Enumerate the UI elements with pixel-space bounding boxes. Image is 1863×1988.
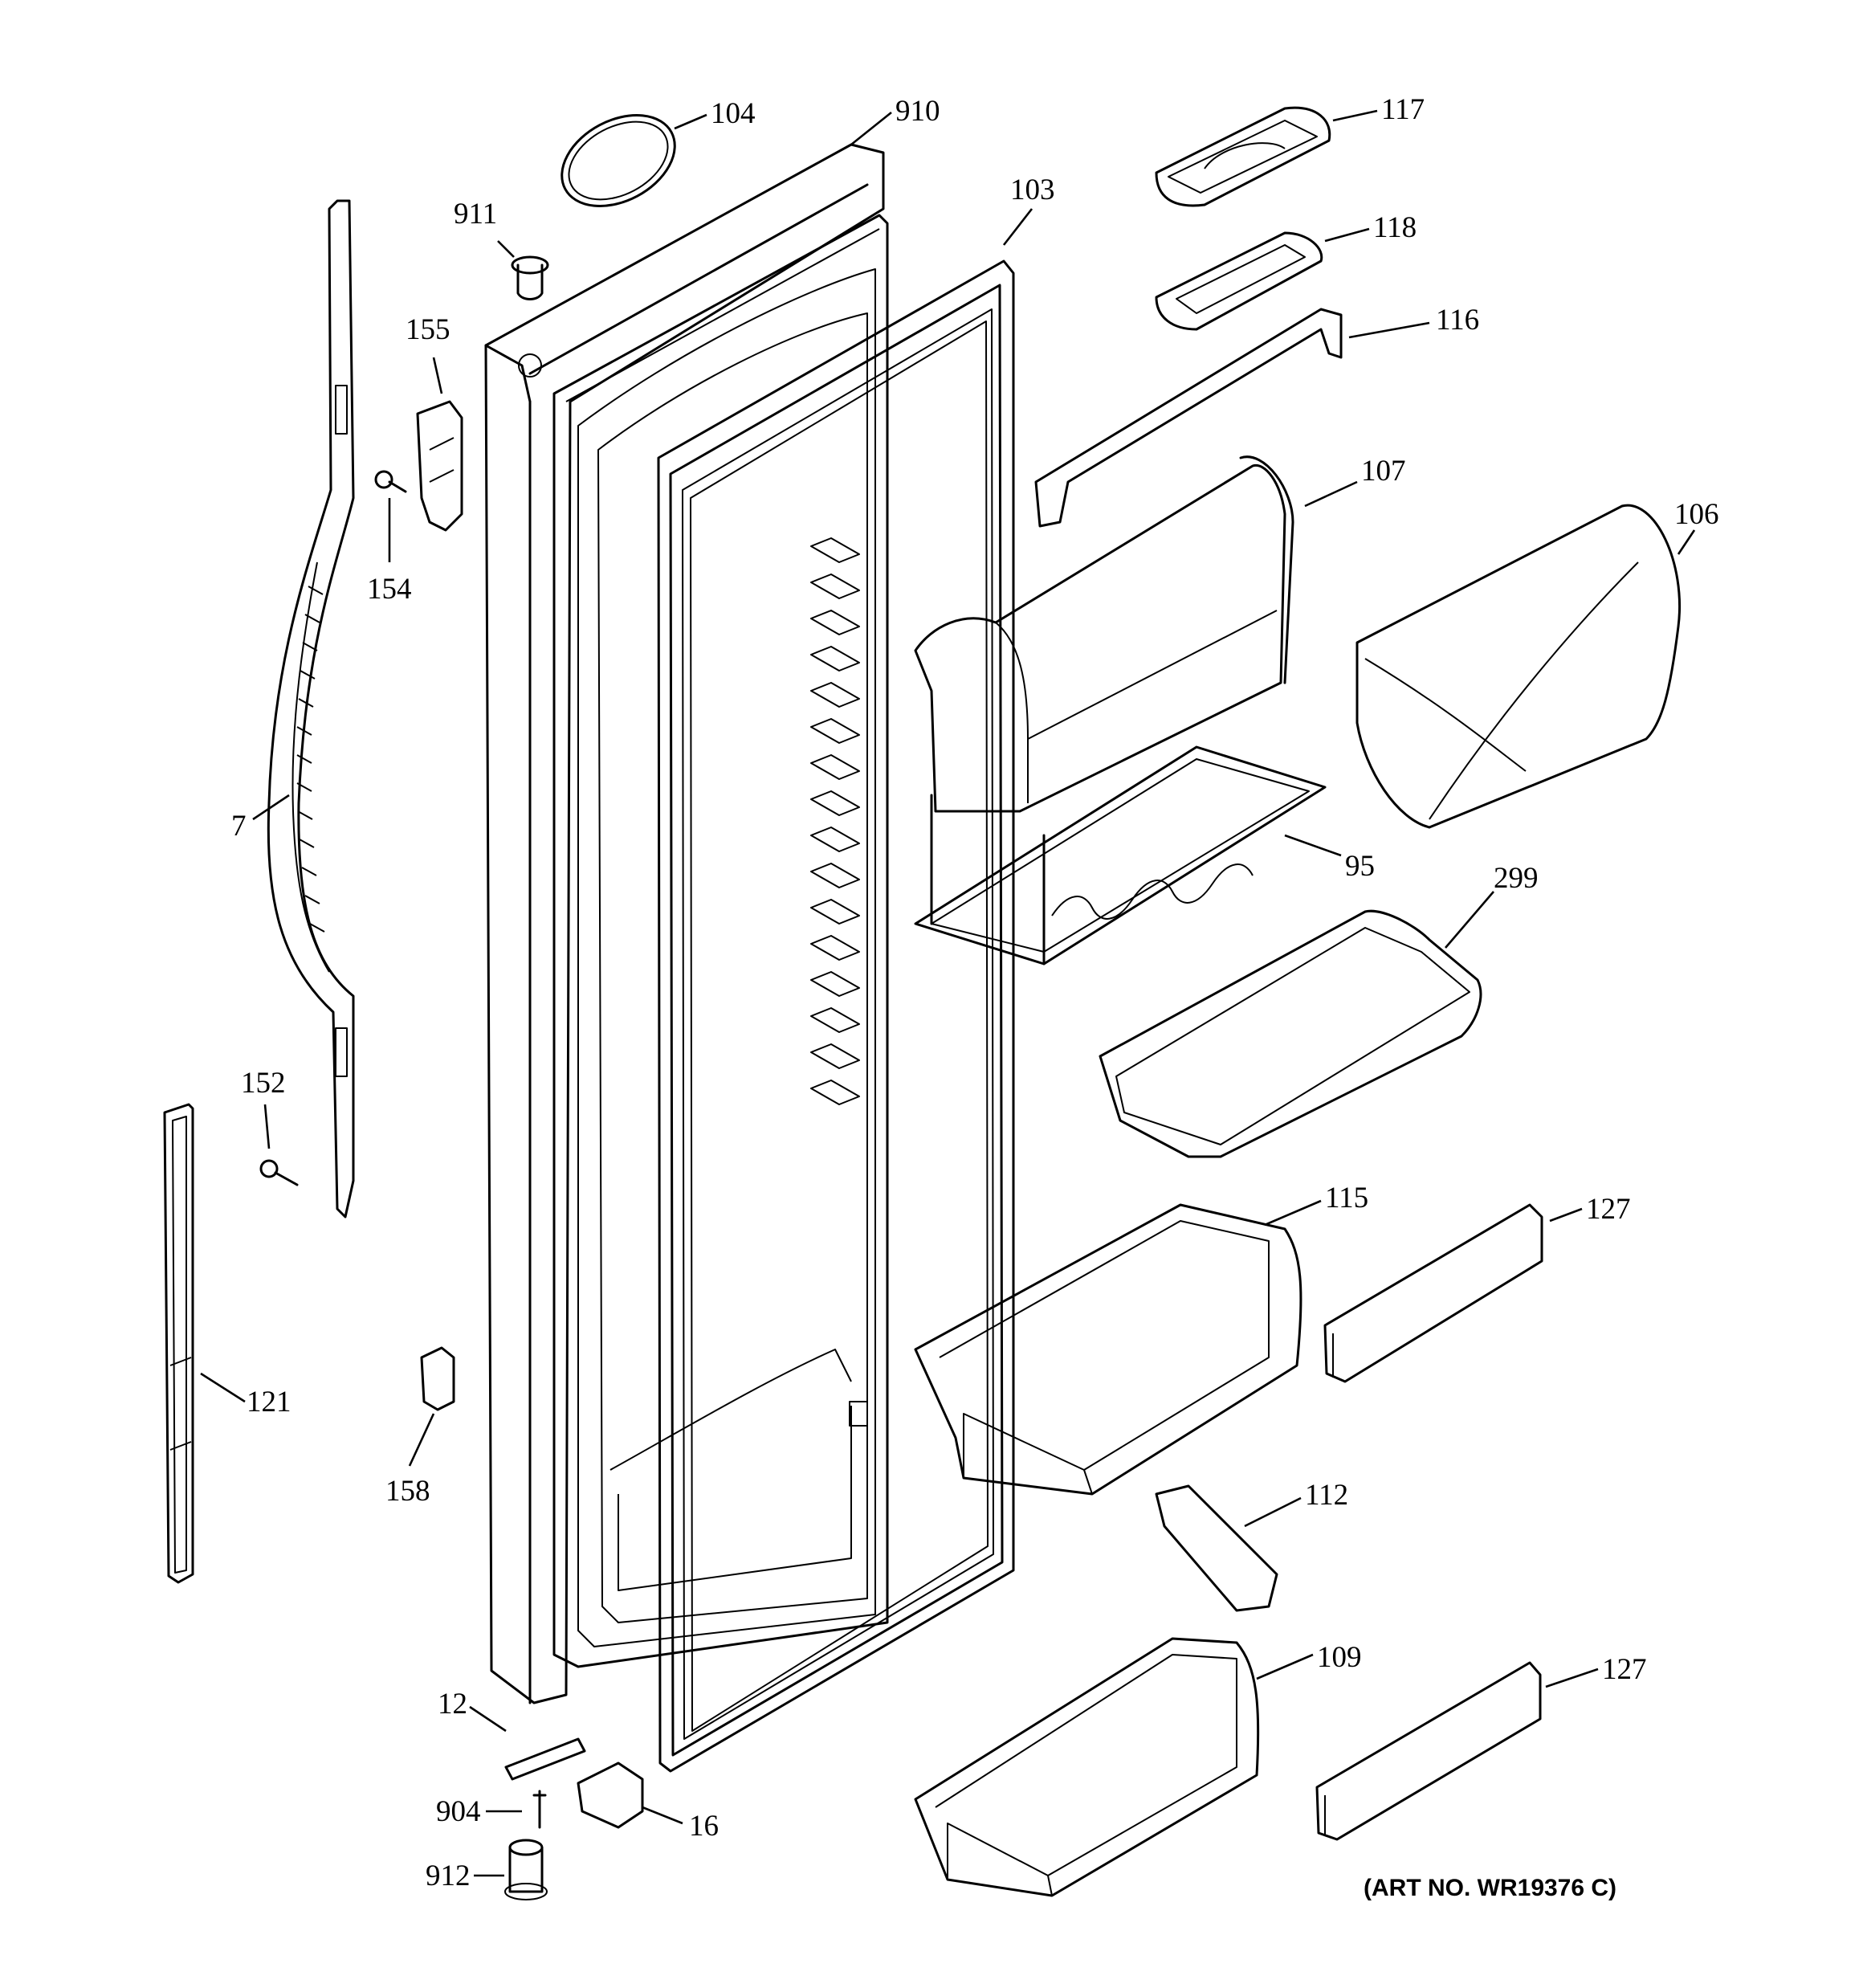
part-labels: 104 910 103 117 118 116 911 155 154 107 … bbox=[231, 93, 1719, 1892]
label-911: 911 bbox=[454, 198, 497, 231]
label-12: 12 bbox=[438, 1688, 467, 1721]
label-106: 106 bbox=[1674, 498, 1719, 531]
part-118-tray bbox=[1155, 231, 1323, 331]
label-904: 904 bbox=[436, 1795, 481, 1828]
part-115-bin bbox=[914, 1203, 1302, 1496]
part-121-trim-strip bbox=[163, 1103, 194, 1584]
part-116-rail bbox=[1034, 308, 1343, 528]
part-16-bracket bbox=[577, 1761, 644, 1829]
label-910: 910 bbox=[895, 95, 940, 128]
part-911-bushing bbox=[511, 255, 549, 300]
part-106-panel bbox=[1355, 504, 1681, 829]
part-117-cover bbox=[1155, 106, 1331, 207]
part-104-ring bbox=[561, 114, 676, 207]
label-116: 116 bbox=[1436, 304, 1479, 337]
part-112-divider bbox=[1155, 1484, 1278, 1612]
label-115: 115 bbox=[1325, 1182, 1368, 1214]
part-127-end-cap-lower bbox=[1315, 1661, 1542, 1841]
part-299-bin bbox=[1099, 909, 1482, 1158]
label-112: 112 bbox=[1305, 1479, 1348, 1512]
label-155: 155 bbox=[406, 313, 450, 346]
part-127-end-cap-upper bbox=[1323, 1203, 1543, 1383]
label-158: 158 bbox=[385, 1475, 430, 1508]
part-7-handle bbox=[267, 199, 355, 1219]
art-number: (ART NO. WR19376 C) bbox=[1364, 1875, 1616, 1901]
label-912: 912 bbox=[426, 1859, 471, 1892]
label-104: 104 bbox=[711, 97, 756, 130]
label-107: 107 bbox=[1361, 455, 1406, 488]
part-904-screw bbox=[532, 1790, 547, 1829]
label-117: 117 bbox=[1381, 93, 1425, 126]
label-152: 152 bbox=[241, 1067, 286, 1100]
part-155-hinge-cover bbox=[416, 400, 463, 532]
part-109-bin bbox=[914, 1637, 1260, 1897]
part-910-door-shell bbox=[484, 143, 889, 1704]
door-ribs bbox=[810, 537, 860, 1105]
part-95-wire-shelf bbox=[914, 745, 1327, 965]
part-103-gasket bbox=[657, 259, 1015, 1773]
label-103: 103 bbox=[1010, 173, 1055, 206]
leader-lines bbox=[200, 109, 1696, 1877]
label-118: 118 bbox=[1373, 211, 1417, 244]
label-154: 154 bbox=[367, 573, 412, 606]
part-107-bin bbox=[914, 455, 1294, 813]
label-95: 95 bbox=[1345, 850, 1375, 883]
label-7: 7 bbox=[231, 810, 247, 843]
part-912-bushing bbox=[504, 1839, 548, 1900]
part-152-screw bbox=[259, 1159, 299, 1186]
part-12-plate bbox=[504, 1737, 586, 1781]
label-127-lower: 127 bbox=[1602, 1653, 1647, 1686]
label-109: 109 bbox=[1317, 1641, 1362, 1674]
label-299: 299 bbox=[1494, 862, 1539, 895]
part-154-screw bbox=[374, 470, 407, 493]
label-16: 16 bbox=[689, 1810, 719, 1843]
label-127-upper: 127 bbox=[1586, 1193, 1631, 1226]
part-158-stop bbox=[420, 1346, 455, 1411]
label-121: 121 bbox=[247, 1386, 291, 1419]
